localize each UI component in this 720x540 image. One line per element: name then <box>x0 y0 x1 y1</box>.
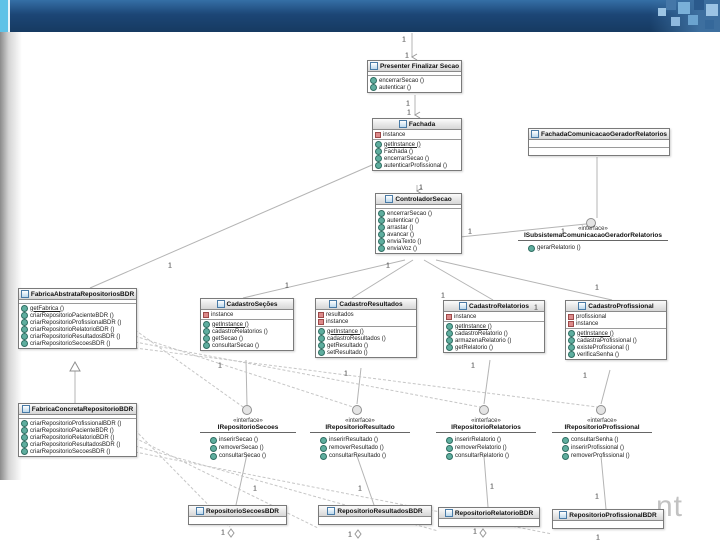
mosaic-tile <box>706 4 718 16</box>
mosaic-tile <box>688 15 698 25</box>
mosaic-tile <box>678 2 690 14</box>
slide-header-banner <box>0 0 720 32</box>
mosaic-tile <box>671 17 680 26</box>
slide-left-shadow <box>0 32 22 480</box>
mosaic-tile <box>666 0 676 10</box>
banner-accent-strip <box>0 0 10 32</box>
watermark-text: nt <box>656 490 684 523</box>
banner-mosaic-decoration <box>650 0 720 32</box>
mosaic-tile <box>705 20 714 29</box>
mosaic-tile <box>694 0 704 10</box>
mosaic-tile <box>658 8 666 16</box>
